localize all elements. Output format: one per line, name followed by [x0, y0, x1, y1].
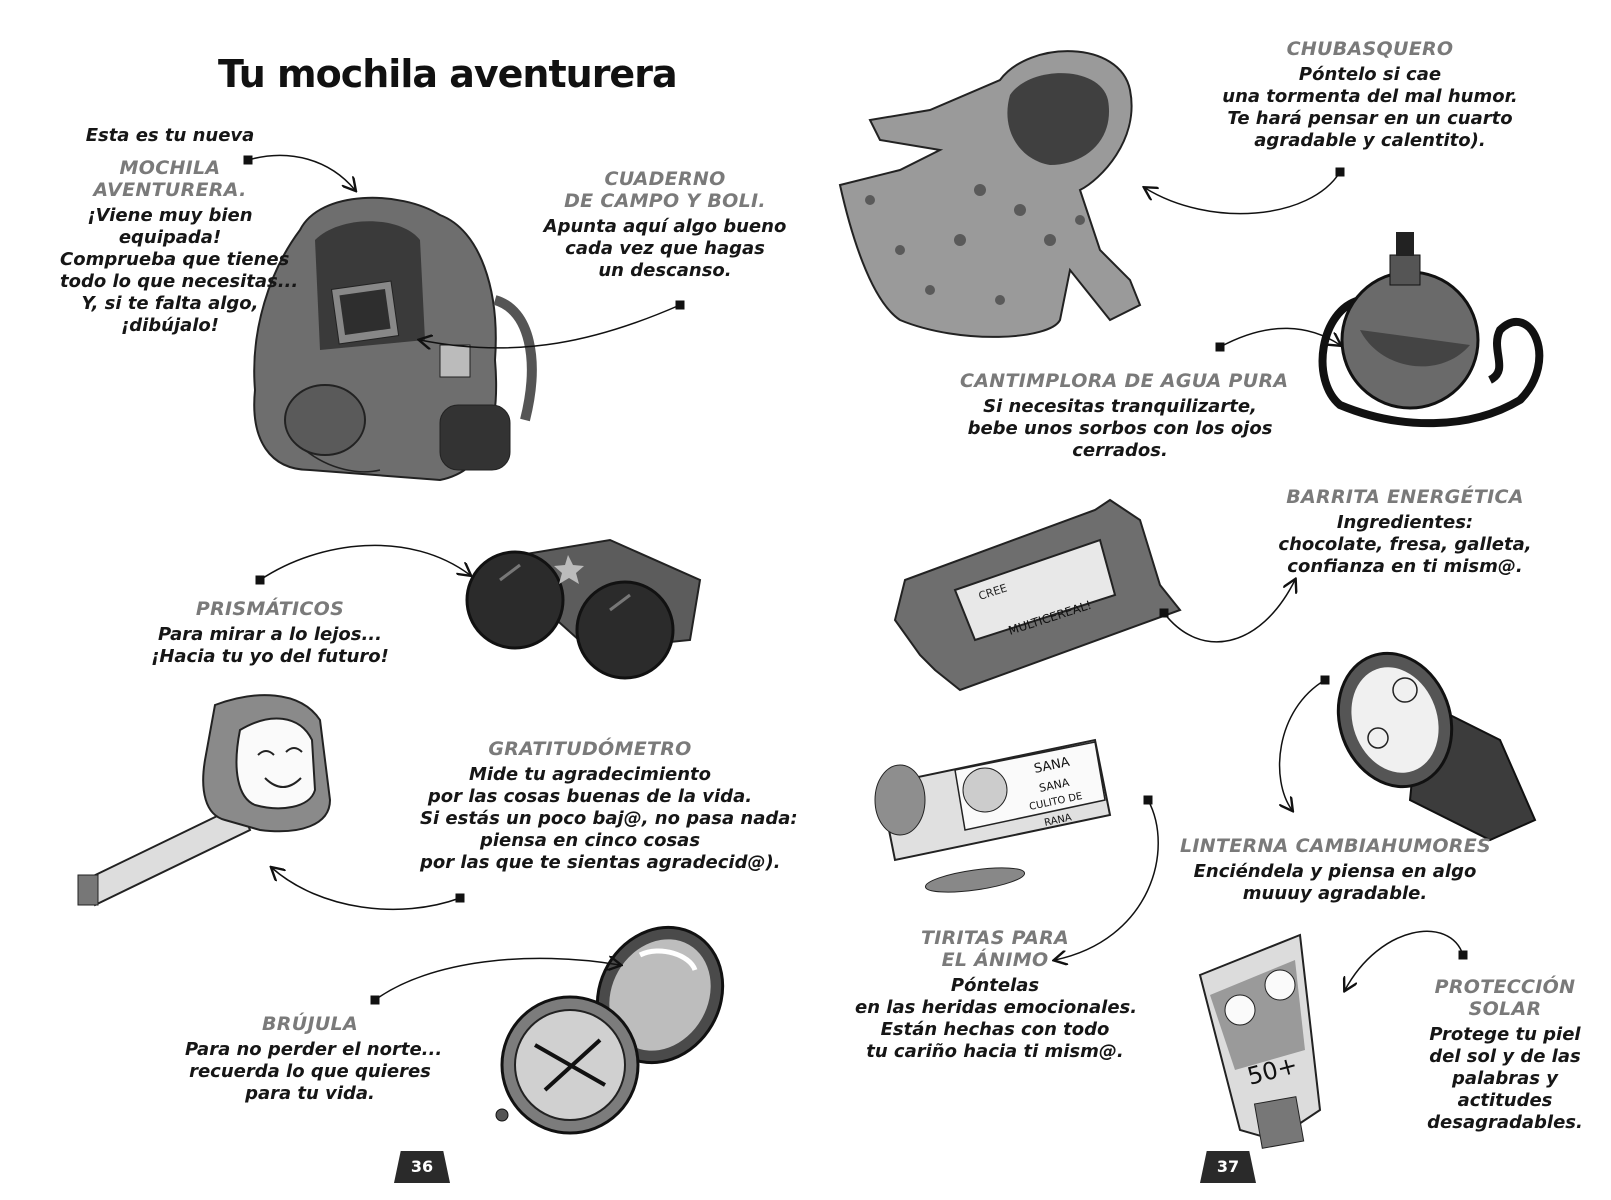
tiritas-line: Póntelas	[950, 975, 1040, 996]
barrita-line: Ingredientes:	[1336, 512, 1474, 533]
tape-measure-illustration	[77, 694, 332, 907]
plasters-text-2: SANA	[1038, 776, 1071, 795]
proteccion-heading-1: PROTECCIÓN	[1434, 976, 1576, 998]
linterna-line: Enciéndela y piensa en algo	[1193, 861, 1477, 882]
brujula-heading: BRÚJULA	[262, 1013, 358, 1035]
tiritas-heading-2: EL ÁNIMO	[941, 949, 1049, 971]
cuaderno-heading-1: CUADERNO	[604, 168, 726, 190]
mochila-heading-2: AVENTURERA.	[93, 179, 247, 201]
linterna-line: muuuy agradable.	[1242, 883, 1428, 904]
page-number-left: 36	[394, 1151, 450, 1183]
chubasquero-text: CHUBASQUERO Póntelo si cae una tormenta …	[1220, 38, 1520, 152]
tiritas-line: tu cariño hacia ti mism@.	[866, 1041, 1124, 1062]
prismaticos-heading: PRISMÁTICOS	[195, 598, 345, 620]
energy-bar-illustration: CREE MULTICEREAL!	[893, 498, 1182, 692]
sunscreen-illustration: 50+	[1198, 933, 1322, 1149]
mochila-intro: Esta es tu nueva	[85, 125, 255, 146]
gratitudometro-line: por las cosas buenas de la vida.	[427, 786, 753, 807]
barrita-line: confianza en ti mism@.	[1287, 556, 1523, 577]
proteccion-heading-2: SOLAR	[1468, 998, 1542, 1020]
proteccion-line: desagradables.	[1427, 1112, 1583, 1133]
brujula-line: recuerda lo que quieres	[189, 1061, 431, 1082]
backpack-illustration	[253, 196, 537, 482]
linterna-heading: LINTERNA CAMBIAHUMORES	[1180, 835, 1491, 857]
chubasquero-line: agradable y calentito).	[1254, 130, 1486, 151]
plasters-text-1: SANA	[1033, 755, 1071, 777]
proteccion-line: Protege tu piel	[1429, 1024, 1581, 1045]
cantimplora-line: Si necesitas tranquilizarte,	[983, 396, 1257, 417]
compass-illustration	[495, 925, 725, 1135]
gratitudometro-line: piensa en cinco cosas	[479, 830, 701, 851]
chubasquero-line: Póntelo si cae	[1298, 64, 1442, 85]
connector-arrows	[248, 154, 1463, 1000]
cuaderno-heading-2: DE CAMPO Y BOLI.	[564, 190, 766, 212]
tiritas-line: en las heridas emocionales.	[855, 997, 1138, 1018]
canteen-illustration	[1318, 232, 1544, 428]
plasters-illustration: SANA SANA CULITO DE RANA	[874, 738, 1112, 893]
chubasquero-heading: CHUBASQUERO	[1286, 38, 1454, 60]
cantimplora-line: cerrados.	[1072, 440, 1168, 461]
raincoat-illustration	[838, 50, 1142, 338]
chubasquero-line: Te hará pensar en un cuarto	[1227, 108, 1513, 129]
cuaderno-line: un descanso.	[598, 260, 732, 281]
gratitudometro-heading: GRATITUDÓMETRO	[488, 738, 692, 760]
prismaticos-line: ¡Hacia tu yo del futuro!	[151, 646, 389, 667]
cantimplora-line: bebe unos sorbos con los ojos	[967, 418, 1273, 439]
mochila-heading-1: MOCHILA	[119, 157, 221, 179]
brujula-text: BRÚJULA Para no perder el norte... recue…	[185, 1013, 443, 1105]
mochila-line: equipada!	[118, 227, 222, 248]
gratitudometro-line: Mide tu agradecimiento	[468, 764, 712, 785]
brujula-line: para tu vida.	[245, 1083, 375, 1104]
proteccion-text: PROTECCIÓN SOLAR Protege tu piel del sol…	[1420, 976, 1590, 1134]
proteccion-line: palabras y	[1452, 1068, 1558, 1089]
page-number-right: 37	[1200, 1151, 1256, 1183]
proteccion-line: del sol y de las	[1429, 1046, 1581, 1067]
linterna-text: LINTERNA CAMBIAHUMORES Enciéndela y pien…	[1180, 835, 1491, 905]
chubasquero-line: una tormenta del mal humor.	[1222, 86, 1518, 107]
barrita-line: chocolate, fresa, galleta,	[1278, 534, 1532, 555]
tiritas-heading-1: TIRITAS PARA	[920, 927, 1070, 949]
mochila-line: ¡dibújalo!	[120, 315, 220, 336]
proteccion-line: actitudes	[1457, 1090, 1553, 1111]
barrita-text: BARRITA ENERGÉTICA Ingredientes: chocola…	[1270, 486, 1540, 578]
gratitudometro-text: GRATITUDÓMETRO Mide tu agradecimiento po…	[420, 738, 798, 874]
flashlight-illustration	[1336, 651, 1537, 842]
mochila-line: ¡Viene muy bien	[87, 205, 253, 226]
prismaticos-line: Para mirar a lo lejos...	[158, 624, 382, 645]
page-title: Tu mochila aventurera	[218, 52, 678, 96]
cantimplora-text: CANTIMPLORA DE AGUA PURA Si necesitas tr…	[960, 370, 1289, 462]
mochila-text: Esta es tu nueva MOCHILA AVENTURERA. ¡Vi…	[60, 125, 299, 337]
gratitudometro-line: por las que te sientas agradecid@).	[420, 852, 781, 873]
mochila-line: todo lo que necesitas...	[60, 271, 299, 292]
cantimplora-heading: CANTIMPLORA DE AGUA PURA	[960, 370, 1289, 392]
cuaderno-line: cada vez que hagas	[565, 238, 765, 259]
binoculars-illustration	[465, 538, 702, 680]
tiritas-text: TIRITAS PARA EL ÁNIMO Póntelas en las he…	[855, 927, 1138, 1063]
cuaderno-line: Apunta aquí algo bueno	[543, 216, 787, 237]
tiritas-line: Están hechas con todo	[880, 1019, 1110, 1040]
prismaticos-text: PRISMÁTICOS Para mirar a lo lejos... ¡Ha…	[150, 598, 390, 668]
gratitudometro-line: Si estás un poco baj@, no pasa nada:	[420, 808, 798, 829]
mochila-line: Y, si te falta algo,	[81, 293, 259, 314]
mochila-line: Comprueba que tienes	[60, 249, 290, 270]
brujula-line: Para no perder el norte...	[185, 1039, 443, 1060]
cuaderno-text: CUADERNO DE CAMPO Y BOLI. Apunta aquí al…	[540, 168, 790, 282]
barrita-heading: BARRITA ENERGÉTICA	[1286, 486, 1524, 508]
